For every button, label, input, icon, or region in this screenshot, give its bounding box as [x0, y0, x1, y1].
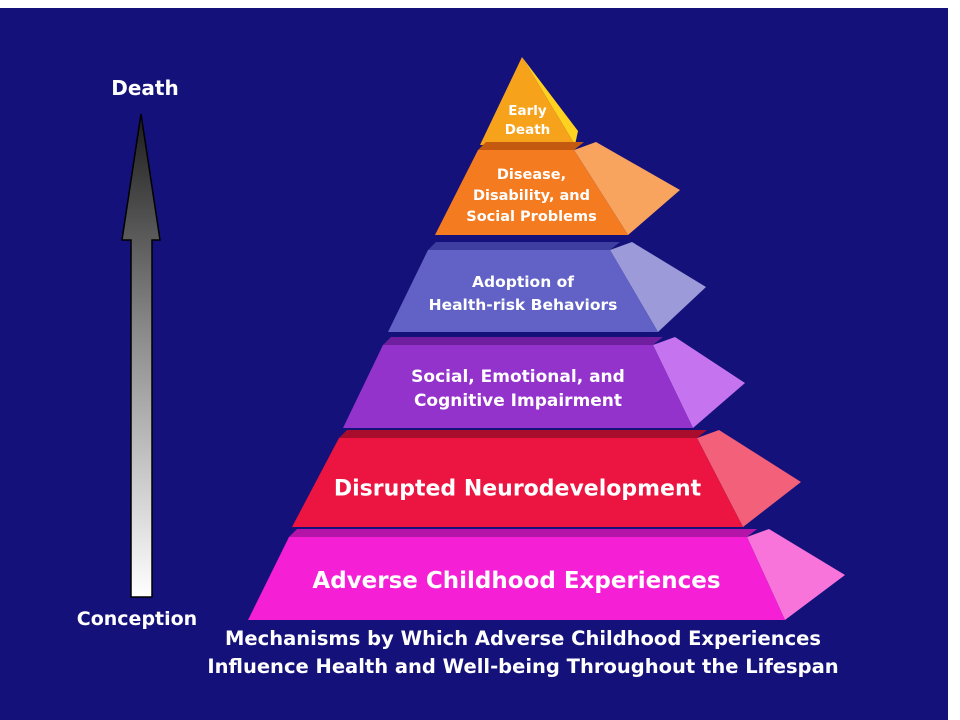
- pyramid-level-3-ledge: [428, 242, 620, 250]
- pyramid-level-4-label-line-1: Social, Emotional, and: [411, 367, 625, 387]
- pyramid-level-4-side: [653, 337, 745, 428]
- pyramid-level-4-front: [343, 345, 693, 428]
- pyramid-level-3-front: [388, 250, 658, 332]
- pyramid-level-3-side: [610, 242, 706, 332]
- pyramid-level-6-front: [248, 537, 785, 620]
- pyramid-level-2-front: [435, 150, 628, 235]
- pyramid-level-5-ledge: [339, 430, 707, 438]
- pyramid-level-2-label-line-2: Disability, and: [473, 188, 590, 204]
- pyramid-level-4-ledge: [383, 337, 663, 345]
- pyramid-level-6-label-line-1: Adverse Childhood Experiences: [312, 568, 720, 594]
- pyramid-level-6-side: [747, 529, 845, 620]
- pyramid-level-2-ledge: [478, 142, 584, 150]
- pyramid-level-1-label-line-2: Death: [505, 122, 551, 138]
- pyramid-level-3-label-line-2: Health-risk Behaviors: [429, 296, 618, 314]
- axis-top-label: Death: [111, 76, 178, 100]
- pyramid-level-5-label-line-1: Disrupted Neurodevelopment: [334, 477, 702, 502]
- pyramid-level-2-label-line-3: Social Problems: [466, 209, 596, 225]
- pyramid-level-1-front: [480, 57, 575, 145]
- pyramid-level-4-label-line-2: Cognitive Impairment: [414, 391, 622, 411]
- caption-line-2: Influence Health and Well-being Througho…: [207, 655, 838, 678]
- pyramid-level-5-front: [292, 438, 743, 527]
- pyramid-level-2-side: [574, 142, 680, 235]
- caption-line-1: Mechanisms by Which Adverse Childhood Ex…: [225, 627, 821, 650]
- axis-bottom-label: Conception: [77, 608, 197, 630]
- pyramid-level-6-ledge: [289, 529, 757, 537]
- pyramid-level-3-label-line-1: Adoption of: [472, 273, 574, 291]
- pyramid-level-1-side: [522, 57, 578, 145]
- pyramid-level-2-label-line-1: Disease,: [497, 167, 566, 183]
- pyramid-level-5-side: [697, 430, 801, 527]
- timeline-arrow: [121, 113, 161, 598]
- pyramid-level-1-label-line-1: Early: [508, 103, 547, 119]
